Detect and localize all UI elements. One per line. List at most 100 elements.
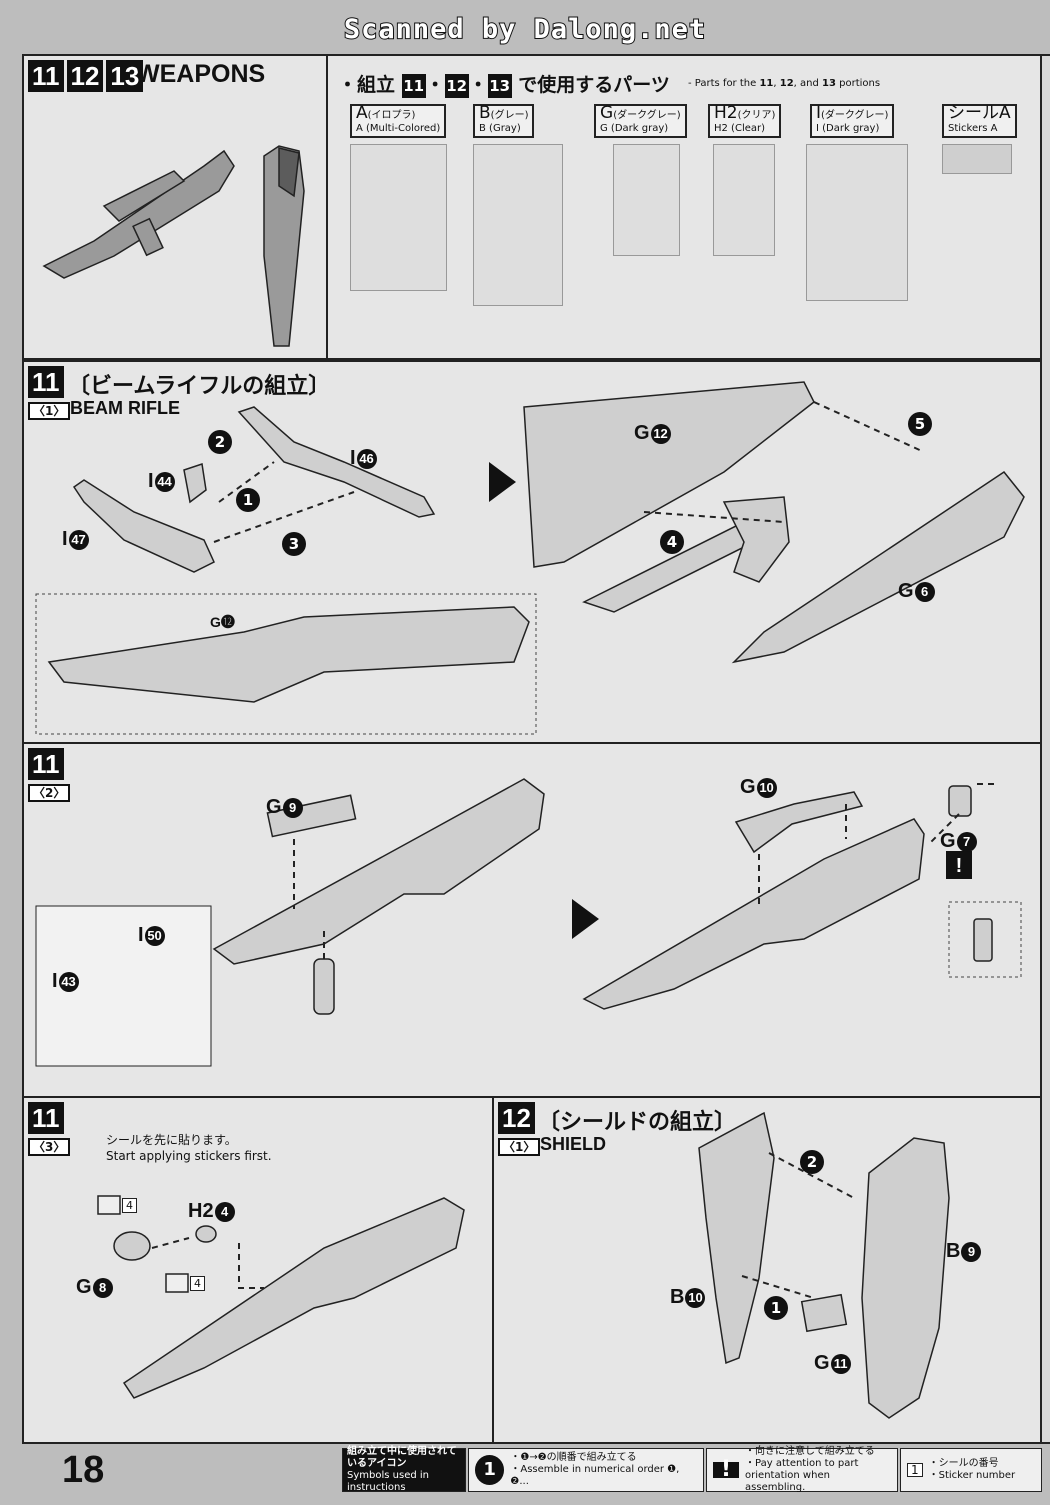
step-title-jp: 〔ビームライフルの組立〕 [68, 374, 331, 399]
order-icon: 1 [475, 1455, 505, 1485]
step-number-group: 12 [498, 1102, 535, 1134]
sticker-number: 4 [190, 1276, 205, 1291]
step-number: 13 [106, 60, 144, 92]
beam-rifle-assembly-diagram [35, 381, 1025, 735]
step-badge: 11 [401, 74, 426, 98]
step-title-jp: 〔シールドの組立〕 [538, 1110, 737, 1135]
step-number-group: 11 12 13 [28, 60, 144, 92]
runner-i-diagram [806, 144, 908, 301]
runner-label-g: G(ダークグレー)G (Dark gray) [594, 104, 687, 138]
step-number-group: 11 [28, 366, 64, 398]
parts-runner-panel: ・組立 11・12・13 で使用するパーツ - Parts for the 11… [326, 54, 1042, 360]
runner-a-diagram [350, 144, 447, 291]
step-title-en: BEAM RIFLE [70, 398, 180, 418]
inset-part-label: G⓬ [210, 614, 235, 630]
part-number: 7 [956, 831, 977, 852]
page-number: 18 [62, 1449, 105, 1491]
weapons-illustration [42, 145, 305, 347]
runner-label-b: B(グレー)B (Gray) [473, 104, 535, 138]
sticker-number: 4 [122, 1198, 137, 1213]
order-marker: 1 [764, 1296, 788, 1320]
part-number: 46 [356, 448, 377, 469]
order-marker: 1 [236, 488, 260, 512]
runner-label-i: I(ダークグレー)I (Dark gray) [810, 104, 895, 138]
order-marker: 2 [208, 430, 232, 454]
substep-label: 〈1〉 [498, 1138, 541, 1156]
legend-orientation: ! ・向きに注意して組み立てる・Pay attention to part or… [706, 1446, 898, 1493]
runner-label-a: A(イロプラ)A (Multi-Colored) [350, 104, 447, 138]
part-number: 12 [650, 423, 671, 444]
part-number: 8 [92, 1277, 113, 1298]
part-number: 4 [214, 1201, 235, 1222]
runner-g-diagram [613, 144, 680, 256]
substep-label: 〈1〉 [28, 402, 71, 420]
runner-label-h2: H2(クリア)H2 (Clear) [708, 104, 782, 138]
part-number: 47 [68, 529, 89, 550]
legend-order: 1 ・❶→❷の順番で組み立てる・Assemble in numerical or… [468, 1448, 704, 1492]
svg-text:!: ! [956, 855, 963, 877]
part-number: 10 [756, 777, 777, 798]
step-badge: 12 [444, 74, 469, 98]
page-title: WEAPONS [136, 60, 266, 88]
scan-banner: Scanned by Dalong.net [343, 13, 707, 46]
part-number: 50 [144, 925, 165, 946]
sticker-sheet-diagram [942, 144, 1012, 174]
rifle-sticker-diagram [97, 1195, 465, 1399]
substep-label: 〈2〉 [28, 784, 71, 802]
order-marker: 2 [800, 1150, 824, 1174]
substep-label: 〈3〉 [28, 1138, 71, 1156]
step-badge: 13 [487, 74, 512, 98]
step-number: 11 [28, 366, 64, 398]
part-number: 11 [830, 1353, 851, 1374]
parts-intro-en: - Parts for the 11, 12, and 13 portions [688, 78, 881, 89]
part-number: 9 [961, 1241, 982, 1262]
step-number: 12 [66, 60, 104, 92]
order-marker: 4 [660, 530, 684, 554]
step-number: 11 [28, 1102, 64, 1134]
shield-assembly-diagram [698, 1111, 950, 1419]
parts-intro: ・組立 11・12・13 で使用するパーツ [338, 74, 670, 98]
weapons-preview-panel: 11 12 13 WEAPONS [22, 54, 328, 360]
order-marker: 3 [282, 532, 306, 556]
sticker-icon: 1 [907, 1463, 923, 1477]
step-11-3-panel: 11 〈3〉 シールを先に貼ります。Start applying sticker… [22, 1096, 494, 1444]
part-number: 9 [282, 797, 303, 818]
legend-sticker: 1 ・シールの番号・Sticker number [900, 1448, 1042, 1492]
step-number: 12 [498, 1102, 535, 1134]
part-number: 43 [58, 971, 79, 992]
beam-rifle-detail-diagram: ! [35, 778, 1022, 1067]
order-marker: 5 [908, 412, 932, 436]
step-number-group: 11 [28, 1102, 64, 1134]
part-number: 44 [154, 471, 175, 492]
part-number: 6 [914, 581, 935, 602]
runner-b-diagram [473, 144, 563, 306]
sticker-note: シールを先に貼ります。Start applying stickers first… [106, 1133, 272, 1163]
step-number: 11 [28, 60, 64, 92]
step-number-group: 11 [28, 748, 64, 780]
step-title-en: SHIELD [540, 1134, 607, 1154]
part-number: 10 [685, 1287, 706, 1308]
runner-h2-diagram [713, 144, 775, 256]
step-number: 11 [28, 748, 64, 780]
